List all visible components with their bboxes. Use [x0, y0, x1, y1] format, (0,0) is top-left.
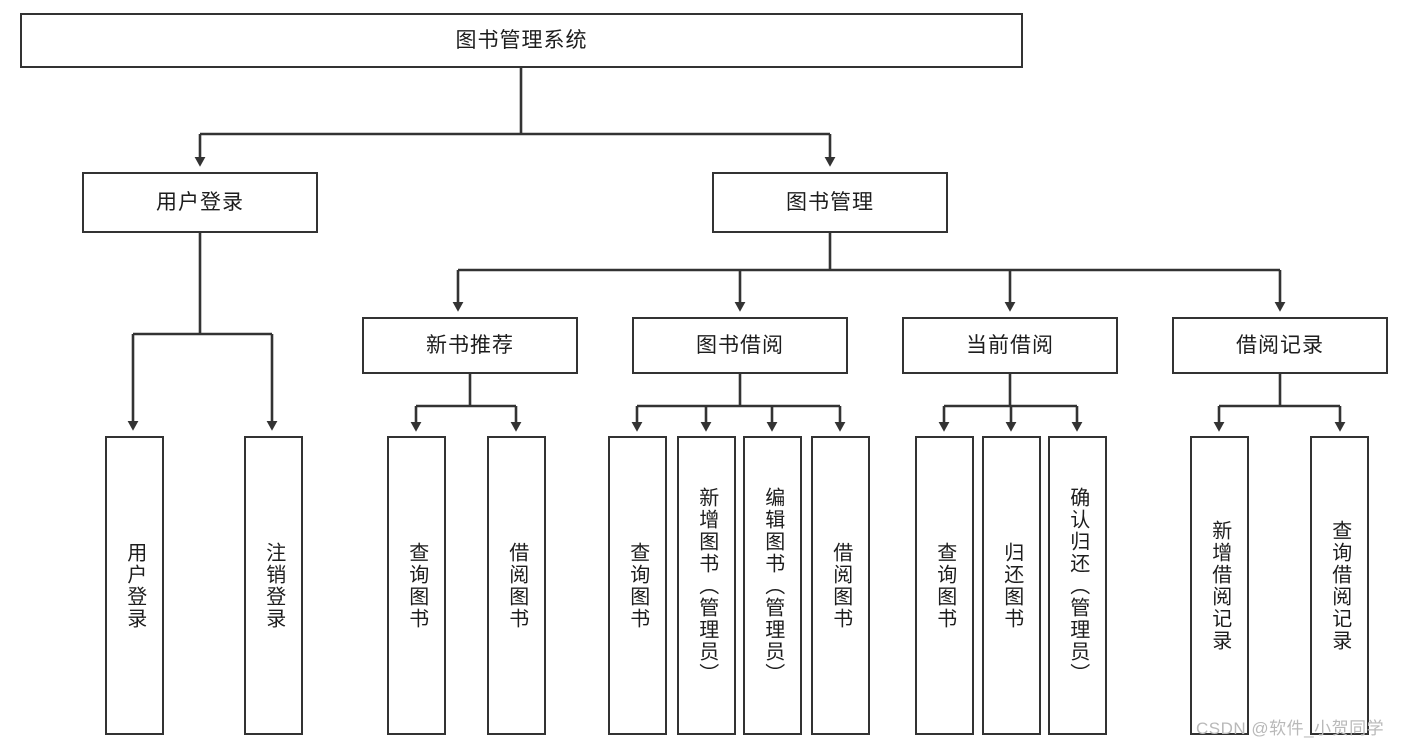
- leaf-borrow-borrow-book[interactable]: 借阅图书: [811, 436, 870, 735]
- leaf-borrow-query-book[interactable]: 查询图书: [608, 436, 667, 735]
- leaf-record-query[interactable]: 查询借阅记录: [1310, 436, 1369, 735]
- node-label: 用户登录: [123, 541, 146, 630]
- node-new-book-recommend[interactable]: 新书推荐: [362, 317, 578, 374]
- node-label: 编辑图书（管理员）: [761, 486, 784, 685]
- node-label: 查询图书: [933, 541, 956, 630]
- node-label: 图书管理系统: [455, 28, 588, 52]
- node-user-login[interactable]: 用户登录: [82, 172, 318, 233]
- leaf-borrow-add-book-admin[interactable]: 新增图书（管理员）: [677, 436, 736, 735]
- node-label: 确认归还（管理员）: [1066, 486, 1089, 685]
- node-book-management[interactable]: 图书管理: [712, 172, 948, 233]
- node-label: 新增图书（管理员）: [695, 486, 718, 685]
- leaf-recommend-query-book[interactable]: 查询图书: [387, 436, 446, 735]
- leaf-logout[interactable]: 注销登录: [244, 436, 303, 735]
- node-label: 查询借阅记录: [1328, 519, 1351, 652]
- watermark-text: CSDN @软件_小贺同学: [1196, 719, 1385, 738]
- node-label: 借阅图书: [829, 541, 852, 630]
- leaf-current-query-book[interactable]: 查询图书: [915, 436, 974, 735]
- node-current-borrow[interactable]: 当前借阅: [902, 317, 1118, 374]
- node-label: 归还图书: [1000, 541, 1023, 630]
- leaf-current-return-book[interactable]: 归还图书: [982, 436, 1041, 735]
- node-root-system[interactable]: 图书管理系统: [20, 13, 1023, 68]
- node-label: 借阅图书: [505, 541, 528, 630]
- node-label: 用户登录: [156, 190, 244, 214]
- node-label: 图书管理: [786, 190, 874, 214]
- node-label: 新书推荐: [426, 333, 514, 357]
- node-borrow-record[interactable]: 借阅记录: [1172, 317, 1388, 374]
- leaf-user-login[interactable]: 用户登录: [105, 436, 164, 735]
- node-label: 新增借阅记录: [1208, 519, 1231, 652]
- leaf-recommend-borrow-book[interactable]: 借阅图书: [487, 436, 546, 735]
- leaf-borrow-edit-book-admin[interactable]: 编辑图书（管理员）: [743, 436, 802, 735]
- leaf-record-add[interactable]: 新增借阅记录: [1190, 436, 1249, 735]
- node-label: 借阅记录: [1236, 333, 1324, 357]
- node-label: 当前借阅: [966, 333, 1054, 357]
- leaf-current-confirm-return-admin[interactable]: 确认归还（管理员）: [1048, 436, 1107, 735]
- node-label: 查询图书: [626, 541, 649, 630]
- node-book-borrow[interactable]: 图书借阅: [632, 317, 848, 374]
- node-label: 查询图书: [405, 541, 428, 630]
- node-label: 注销登录: [262, 541, 285, 630]
- node-label: 图书借阅: [696, 333, 784, 357]
